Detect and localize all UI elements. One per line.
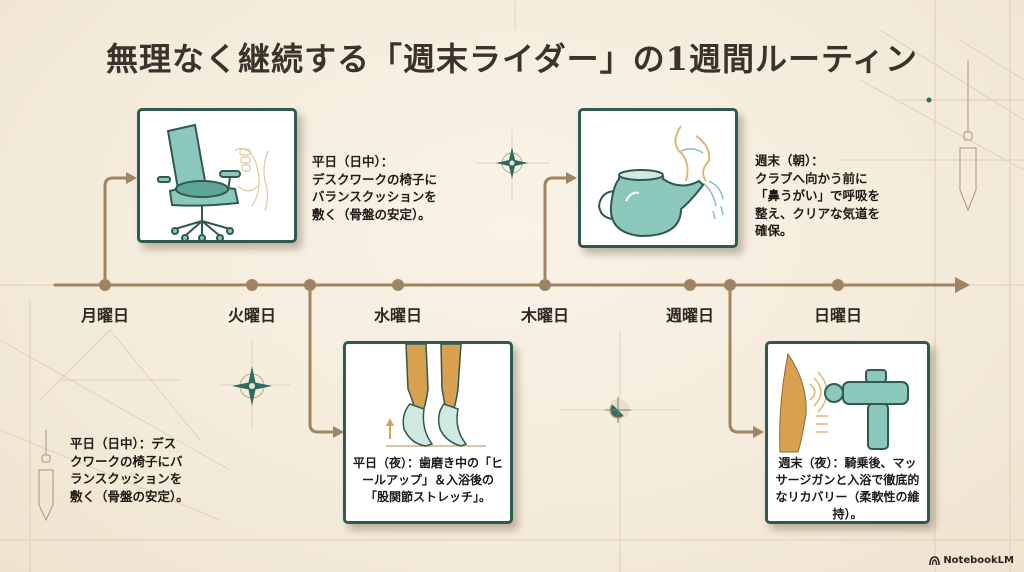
massage-gun-caption: 週末（夜）：騎乗後、マッサージガンと入浴で徹底的なリカバリー（柔軟性の維持）。 — [775, 456, 920, 521]
compass-icon — [232, 366, 272, 406]
day-label-monday: 月曜日 — [80, 306, 129, 325]
heel-raise-caption: 平日（夜）：歯磨き中の「ヒールアップ」＆入浴後の「股関節ストレッチ」。 — [352, 456, 503, 504]
card-heel-raise: 平日（夜）：歯磨き中の「ヒールアップ」＆入浴後の「股関節ストレッチ」。 — [343, 341, 513, 524]
day-label-tuesday: 火曜日 — [227, 306, 276, 325]
page-title: 無理なく継続する「週末ライダー」の1週間ルーティン — [105, 40, 919, 78]
chair-description: 平日（日中）： デスクワークの椅子に バランスクッションを 敷く（骨盤の安定）。 — [312, 154, 438, 222]
card-massage-recovery: 週末（夜）：騎乗後、マッサージガンと入浴で徹底的なリカバリー（柔軟性の維持）。 — [765, 341, 930, 524]
massage-gun-icon — [779, 352, 909, 453]
card-balance-cushion — [137, 108, 297, 243]
plumb-bob-right — [959, 60, 977, 212]
compass-icon — [605, 397, 631, 423]
day-label-thursday: 木曜日 — [520, 306, 569, 325]
legs-heel-raise-icon — [386, 344, 486, 447]
plumb-bob-left — [38, 430, 54, 522]
day-label-sunday: 日曜日 — [813, 306, 862, 325]
compass-icon — [496, 147, 528, 179]
bottom-left-note: 平日（日中）：デス クワークの椅子にバ ランスクッションを 敷く（骨盤の安定）。 — [70, 436, 189, 504]
neti-pot-icon — [597, 125, 724, 238]
brand-label: NotebookLM — [943, 555, 1014, 566]
day-label-weekend: 週曜日 — [665, 306, 714, 325]
office-chair-icon — [157, 123, 269, 240]
card-nasal-rinse — [578, 108, 738, 248]
day-label-wednesday: 水曜日 — [373, 306, 422, 325]
notebooklm-watermark: NotebookLM — [929, 555, 1014, 566]
notebooklm-logo-icon — [929, 556, 941, 565]
neti-pot-description: 週末（朝）： クラブへ向かう前に 「鼻うがい」で呼吸を 整え、クリアな気道を 確… — [755, 153, 881, 238]
